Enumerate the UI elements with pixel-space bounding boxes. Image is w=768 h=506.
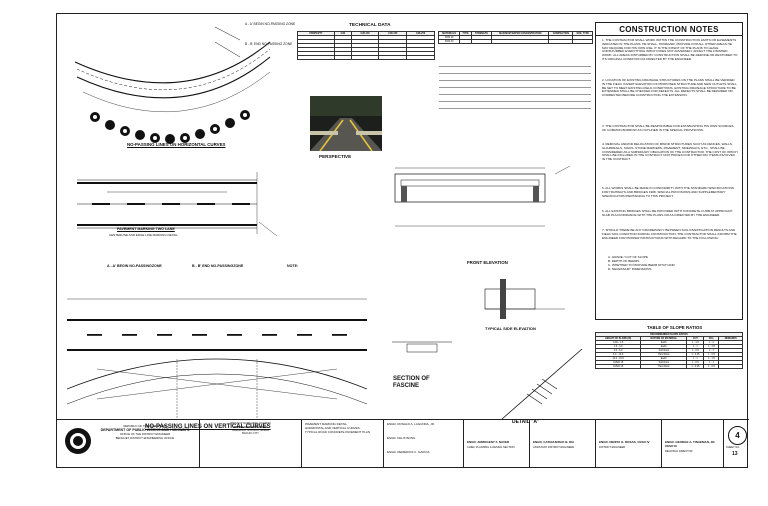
note-6: 6. All existing bridges shall be provide… [602, 209, 733, 217]
project-line-3: BARANGAY NICOLAS, IRISAN [232, 429, 269, 432]
tech-table-2-cell [459, 39, 472, 44]
perspective-label: PERSPECTIVE [319, 154, 352, 159]
note-heading: NOTE: [287, 264, 299, 268]
vertical-curve-drawing [67, 298, 367, 419]
tech-table-1-cell [378, 55, 408, 60]
contents-line-2: HORIZONTAL AND VERTICAL CURVES [305, 426, 360, 430]
prepared-by: ENGR. RONALD A. LAGUNDA, JR. [387, 422, 435, 426]
horizontal-curve-plan [74, 26, 271, 144]
signatory-3: ENGR. NENITA G. ROSAS, CESO IV DISTRICT … [595, 420, 661, 468]
front-elevation-label: FRONT ELEVATION [467, 260, 508, 265]
slope-table-cell: 1 : 0.25 [686, 364, 705, 369]
signatory-1-position: CHIEF, PLANNING & DESIGN SECTION [467, 446, 515, 449]
detail-a-drawing [501, 348, 583, 420]
slope-table-cell [718, 364, 743, 369]
note-7: 7. Should there be any discrepancy betwe… [602, 228, 737, 240]
signatory-4: ENGR. GEORGE A. TINAEMAN, JR. CESO III R… [661, 420, 723, 468]
tech-table-2-cell [548, 39, 574, 44]
fascine-section-drawing [392, 341, 452, 353]
signatory-4-name: ENGR. GEORGE A. TINAEMAN, JR. CESO III [665, 440, 716, 448]
technical-notes-block [439, 62, 591, 117]
prepared-block: ENGR. RONALD A. LAGUNDA, JR. ENGR. FELIX… [383, 420, 463, 468]
signatory-1: ENGR. ARMOGENY F. NAVER CHIEF, PLANNING … [463, 420, 529, 468]
tech-table-2-cell: SOM 30 [437, 39, 461, 44]
note-2: 2. Location of existing drainage structu… [602, 78, 737, 98]
construction-notes-panel: CONSTRUCTION NOTES 1. The contractor sha… [595, 22, 743, 320]
section-fascine-label: SECTION OF FASCINE [393, 376, 430, 389]
dpwh-seal-icon [63, 426, 93, 456]
sheet-contents-block: PAVEMENT MARKING DETAIL HORIZONTAL AND V… [301, 420, 383, 468]
slope-table-cell: 1 : 0.5 [703, 364, 720, 369]
signatory-4-position: REGIONAL DIRECTOR [665, 450, 693, 453]
tech-table-1-cell [406, 55, 435, 60]
detail-a-label: DETAIL "A" [512, 419, 540, 425]
note-3: 3. The contractor shall be responsible f… [602, 124, 734, 132]
signatory-2-position: ASSISTANT DISTRICT ENGINEER [533, 446, 575, 449]
contents-line-1: PAVEMENT MARKING DETAIL [305, 422, 347, 426]
signatory-2-name: ENGR. CATAHUBRAO B. DIA [533, 440, 575, 444]
end-zone-label: B - B' END NO-PASSING ZONE [245, 42, 293, 46]
note-7a: a. Grade / cut of slope [608, 255, 648, 259]
agency-line-4: BENGUET DISTRICT ENGINEERING OFFICE [115, 436, 175, 440]
signatory-3-position: DISTRICT ENGINEER [599, 446, 626, 449]
checked-by: ENGR. FELIX BONG [387, 436, 416, 440]
reviewed-by: ENGR. REMEDIOS C. GARCIA [387, 450, 430, 454]
b-end-label: B - B' END NO-PASSINGZONE [192, 264, 244, 268]
note-1: 1. The contractor shall work within the … [602, 38, 738, 61]
typical-side-elevation-drawing [484, 279, 565, 319]
perspective-image [310, 96, 382, 151]
tech-table-2-header: MAXIMUM WATER CONCENTRATION [491, 31, 550, 36]
note-4: 4. Removal and/or relocation of minor st… [602, 142, 738, 162]
project-line-2: PANAY-NICOLAS ROAD [233, 425, 268, 429]
project-block: PROJECT NAME AND LOCATION PANAY-NICOLAS … [199, 420, 301, 468]
slope-table-cell: Hard Rock [640, 364, 688, 369]
drawing-sheet: A - A' BEGIN NO-PASSING ZONE B - B' END … [56, 13, 749, 468]
tech-table-1-row [297, 55, 435, 60]
contents-line-3: TYPICAL ROAD CONCRETE PAVEMENT PLAN [305, 430, 371, 434]
technical-data-title: TECHNICAL DATA [349, 23, 391, 28]
construction-notes-title: CONSTRUCTION NOTES [619, 25, 719, 34]
slope-table-cell: OVER 15 [594, 364, 642, 369]
agency-block: REPUBLIC OF THE PHILIPPINES DEPARTMENT O… [95, 424, 195, 440]
signatory-2: ENGR. CATAHUBRAO B. DIA ASSISTANT DISTRI… [529, 420, 595, 468]
signatory-1-name: ENGR. ARMOGENY F. NAVER [467, 440, 510, 444]
tech-table-1-cell [350, 55, 380, 60]
note-5: 5. All works shall be made in conformity… [602, 186, 734, 198]
pavement-marking-caption: PAVEMENT MARKING TWO LANE [117, 227, 175, 231]
slope-table-title: TABLE OF SLOPE RATIOS [647, 325, 703, 330]
front-elevation-drawing [394, 165, 571, 227]
begin-zone-label: A - A' BEGIN NO-PASSING ZONE [245, 22, 296, 26]
tech-table-1-cell [333, 55, 352, 60]
pavement-marking-detail [77, 172, 278, 237]
sheet-label: SHEET NO. [726, 446, 740, 449]
sheet-total: 13 [732, 451, 738, 457]
a-begin-label: A - A' BEGIN NO-PASSINGZONE [107, 264, 162, 268]
project-line-1: PROJECT NAME AND LOCATION [230, 422, 271, 425]
tech-table-2-cell [491, 39, 550, 44]
pavement-marking-caption-2: CENTERLINE AND EDGE LINE MARKING DETAIL [109, 233, 178, 237]
typical-side-elevation-label: TYPICAL SIDE ELEVATION [485, 326, 536, 331]
agency-line-1: REPUBLIC OF THE PHILIPPINES [123, 424, 167, 428]
tech-table-2-row: SOM 30 [437, 39, 593, 44]
agency-line-2: DEPARTMENT OF PUBLIC WORKS AND HIGHWAYS [100, 428, 190, 432]
sheet-number: 4 [728, 426, 747, 445]
sheet-number-block: 4 SHEET NO. 13 [723, 420, 749, 468]
note-7d: d. Necessary dimensions [608, 267, 652, 271]
project-line-4: BAGUIO CITY [242, 432, 259, 435]
signatory-3-name: ENGR. NENITA G. ROSAS, CESO IV [599, 440, 650, 444]
agency-line-3: OFFICE OF THE DISTRICT ENGINEER [119, 432, 171, 436]
note-7b: b. Depth of berms [608, 259, 640, 263]
tech-table-2-cell [572, 39, 593, 44]
title-block-rule [57, 419, 749, 420]
vertical-curves-caption: NO-PASSING LINES ON VERTICAL CURVES [145, 424, 271, 430]
tech-table-2-cell [470, 39, 493, 44]
tech-table-1-cell [297, 55, 335, 60]
note-7c: c. Whether to provide berm ditch and [608, 263, 675, 267]
horizontal-curves-caption: NO-PASSING LINES ON HORIZONTAL CURVES [127, 142, 226, 147]
